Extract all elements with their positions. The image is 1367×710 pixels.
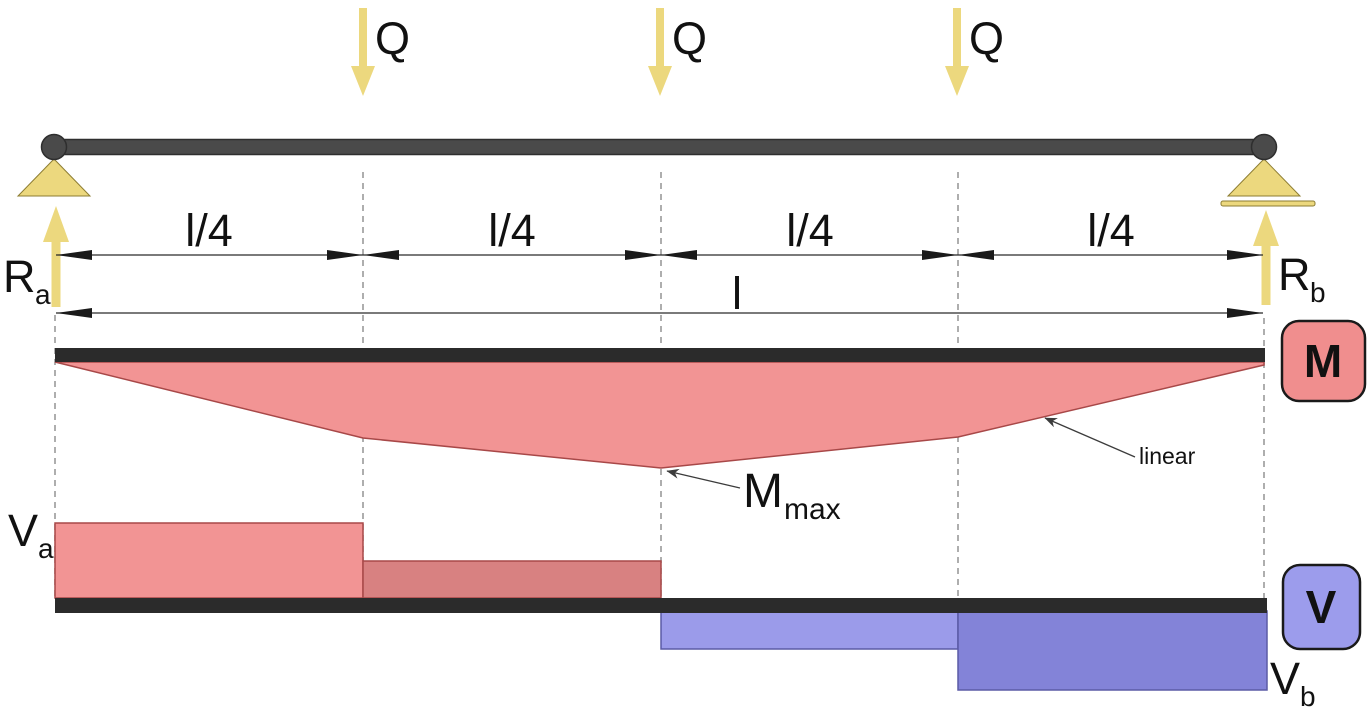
load-arrow-q2: Q xyxy=(648,8,707,96)
roller-base-line xyxy=(1220,200,1316,207)
shear-diagram: V a V b V xyxy=(8,505,1362,710)
q2-arrow-head xyxy=(648,66,672,96)
q1-arrow-stem xyxy=(359,8,367,68)
pin-hinge-right xyxy=(1250,133,1278,161)
moment-badge-label: M xyxy=(1304,335,1342,387)
dim-label-quarter-3: l/4 xyxy=(786,205,834,256)
shear-axis-bar xyxy=(55,598,1267,613)
beam-assembly xyxy=(16,133,1316,207)
pin-hinge-left xyxy=(40,133,68,161)
dim-label-total: l xyxy=(732,268,742,319)
q2-arrow-stem xyxy=(656,8,664,68)
dim-label-quarter-4: l/4 xyxy=(1087,205,1135,256)
dim-arrow-q3-left xyxy=(922,250,958,260)
q3-arrow-head xyxy=(945,66,969,96)
moment-axis-bar xyxy=(55,348,1265,362)
rb-label: R xyxy=(1278,249,1311,300)
linear-label: linear xyxy=(1139,443,1196,469)
load-arrows: Q Q Q xyxy=(351,8,1004,96)
dim-arrow-mid-right xyxy=(661,250,697,260)
rb-arrow-head xyxy=(1253,210,1279,246)
shear-badge-label: V xyxy=(1306,581,1337,633)
q2-label: Q xyxy=(672,13,707,64)
load-arrow-q1: Q xyxy=(351,8,410,96)
rb-label-sub: b xyxy=(1310,277,1326,308)
q3-arrow-stem xyxy=(953,8,961,68)
beam-bar xyxy=(54,138,1266,156)
moment-polygon xyxy=(54,361,1265,469)
dim-arrow-q1-right xyxy=(363,250,399,260)
ra-arrow-head xyxy=(43,206,69,242)
shear-badge xyxy=(1281,563,1362,651)
q1-arrow-head xyxy=(351,66,375,96)
dim-total-arrow-left xyxy=(56,308,92,318)
reaction-arrow-right xyxy=(1253,210,1279,305)
mmax-label-sub: max xyxy=(784,493,841,526)
reactions: R a R b xyxy=(3,206,1326,310)
shear-rect-1 xyxy=(54,522,364,599)
roller-support-right xyxy=(1226,158,1302,197)
ra-label: R xyxy=(3,251,36,302)
dim-arrow-mid-left xyxy=(625,250,661,260)
dim-arrow-right-end xyxy=(1227,250,1263,260)
shear-rect-3 xyxy=(660,610,959,650)
dim-arrow-left-end xyxy=(56,250,92,260)
q3-label: Q xyxy=(969,13,1004,64)
load-arrow-q3: Q xyxy=(945,8,1004,96)
dimension-total: l xyxy=(56,268,1263,319)
dim-arrow-q1-left xyxy=(327,250,363,260)
q1-label: Q xyxy=(375,13,410,64)
shear-rect-4 xyxy=(957,610,1268,691)
dim-total-arrow-right xyxy=(1227,308,1263,318)
vb-label: V xyxy=(1270,653,1300,704)
ra-arrow-stem xyxy=(51,240,61,307)
vb-label-sub: b xyxy=(1300,681,1316,710)
pin-support-left xyxy=(16,158,92,197)
rb-arrow-stem xyxy=(1261,244,1271,305)
moment-diagram: M max linear M xyxy=(54,319,1367,526)
dim-arrow-q3-right xyxy=(958,250,994,260)
dim-label-quarter-2: l/4 xyxy=(488,205,536,256)
va-label: V xyxy=(8,505,38,556)
dim-label-quarter-1: l/4 xyxy=(185,205,233,256)
mmax-label: M xyxy=(743,465,783,518)
linear-leader-arrow xyxy=(1044,417,1136,458)
dimension-quarters: l/4 l/4 l/4 l/4 xyxy=(56,205,1263,260)
reaction-arrow-left xyxy=(43,206,69,307)
shear-rect-2 xyxy=(362,560,662,599)
moment-badge xyxy=(1280,319,1367,403)
va-label-sub: a xyxy=(38,533,54,564)
mmax-leader-arrow xyxy=(666,468,741,489)
ra-label-sub: a xyxy=(35,279,51,310)
